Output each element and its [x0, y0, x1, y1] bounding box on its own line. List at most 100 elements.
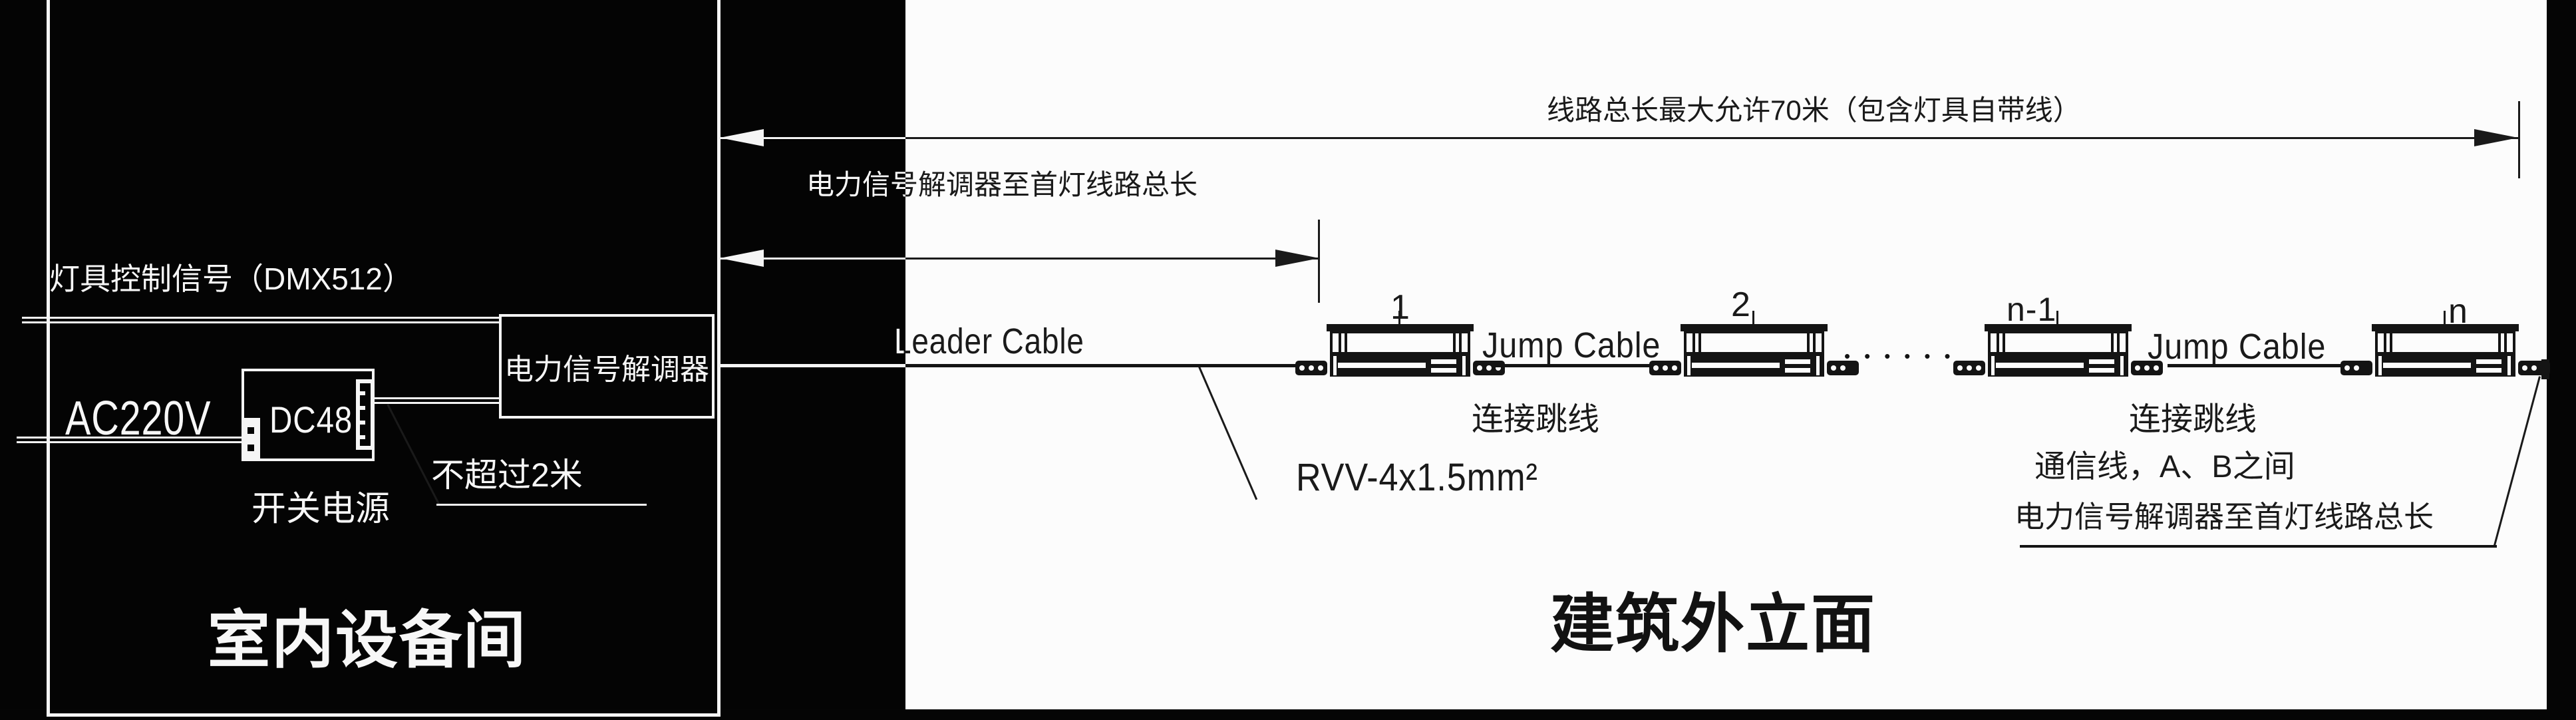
plug-pin-dot [1672, 365, 1677, 371]
ellipsis-dots: •••••• [1844, 346, 1965, 366]
dimension-arrow-left [720, 250, 764, 267]
dmx-signal-label: 灯具控制信号（DMX512） [49, 262, 413, 296]
lamp-fixture-n [2340, 311, 2550, 377]
lamp-slot [1431, 368, 1456, 373]
lamp-endcap-line [1345, 331, 1347, 355]
leader-cable-line [905, 364, 1305, 367]
lamp-slot [2476, 359, 2501, 364]
lamp-gap [1333, 356, 1337, 375]
plug-pin-dot [2522, 365, 2527, 371]
plug-pin-dot [1831, 365, 1836, 371]
note-underline [2020, 545, 2497, 548]
ac-mains-line [17, 441, 244, 443]
lamp-fixture-n-1 [1953, 311, 2163, 377]
lamp-number: 2 [1731, 285, 1751, 324]
psu-input-connector [243, 418, 260, 460]
lamp-center-mark [2444, 311, 2446, 324]
lamp-gap [2507, 356, 2511, 375]
lamp-endcap-line [2504, 331, 2507, 355]
note-jumper-line: 连接跳线 [2129, 402, 2257, 437]
lamp-center-mark [1398, 311, 1400, 324]
plug-pin-dot [2354, 365, 2359, 371]
plug-pin-dot [1299, 365, 1305, 371]
lamp-center-mark [1752, 311, 1754, 324]
cable-terminator [2541, 359, 2549, 379]
lamp-cap-bar [1681, 324, 1828, 331]
dmx-cable-line [22, 321, 500, 323]
ac-voltage-label: AC220V [65, 392, 212, 445]
dimension-arrow-right [2474, 129, 2518, 146]
lamp-endcap-line [1692, 331, 1695, 355]
lamp-endcap-line [2003, 331, 2005, 355]
psu-input-pin [247, 445, 254, 451]
dc48-output-line [375, 402, 500, 404]
leader-cable-label-white: Leader Cable [894, 321, 1084, 361]
plug-pin-dot [2144, 365, 2150, 371]
dimension-total-label: 线路总长最大允许70米（包含灯具自带线） [1547, 94, 2081, 126]
lamp-endcap-line [1453, 331, 1456, 355]
dc48-output-line [375, 397, 500, 399]
psu-input-pin [247, 427, 254, 434]
lamp-gap [1816, 356, 1820, 375]
ac-mains-line [17, 437, 244, 439]
lamp-endcap-line [1807, 331, 1810, 355]
plug-pin-dot [1967, 365, 1972, 371]
lamp-endcap-line [1997, 331, 1999, 355]
psu-note-label: 不超过2米 [431, 456, 583, 494]
lamp-slot [2089, 359, 2114, 364]
plug-pin-dot [1957, 365, 1963, 371]
lamp-upper-body [2375, 331, 2515, 355]
dimension-first-line [905, 258, 1319, 260]
plug-pin-dot [1309, 365, 1314, 371]
dimension-extension-line [2518, 101, 2520, 178]
demodulator-box: 电力信号解调器 [499, 314, 715, 419]
leader-cable-line [717, 364, 905, 367]
lamp-slot [1692, 363, 1780, 368]
lamp-slot [1431, 359, 1456, 364]
lamp-upper-body [1330, 331, 1470, 355]
jump-cable-label: Jump Cable [1482, 325, 1661, 365]
lamp-slot [2383, 363, 2471, 368]
plug-pin-dot [1663, 365, 1668, 371]
facade-title: 建筑外立面 [1550, 589, 1876, 660]
leader-cable-label-black: Leader Cable [894, 321, 1084, 361]
lamp-number: n-1 [2007, 291, 2057, 328]
lamp-upper-body [1684, 331, 1824, 355]
lamp-slot [1338, 363, 1426, 368]
lamp-gap [1687, 356, 1690, 375]
dimension-total-line [719, 137, 905, 139]
lamp-endcap-line [1459, 331, 1462, 355]
psu-pin-tick [360, 435, 365, 439]
lamp-endcap-line [1339, 331, 1341, 355]
lamp-slot [1785, 368, 1810, 373]
lamp-slot [2089, 368, 2114, 373]
indoor-room-title: 室内设备间 [208, 605, 528, 675]
jump-cable-line [2168, 364, 2354, 367]
psu-pin-tick [360, 406, 365, 410]
plug-pin-dot [2344, 365, 2350, 371]
room-border-left [47, 0, 50, 717]
psu-output-label: DC48 [269, 399, 353, 441]
room-border-bottom [47, 713, 721, 717]
lamp-endcap-line [1698, 331, 1701, 355]
demodulator-label: 电力信号解调器 [504, 353, 709, 386]
plug-pin-dot [1496, 365, 1501, 371]
lamp-cap-bar [1327, 324, 1474, 331]
dimension-total-line [905, 137, 2518, 139]
plug-pin-dot [1840, 365, 1846, 371]
psu-pin-tick [360, 421, 365, 425]
plug-pin-dot [1477, 365, 1482, 371]
lamp-slot [2476, 368, 2501, 373]
plug-pin-dot [1653, 365, 1659, 371]
lamp-gap [2120, 356, 2124, 375]
psu-note-underline [436, 504, 647, 506]
right-edge-bar [2547, 0, 2576, 720]
dimension-to-first-label-black: 电力信号解调器至首灯线路总长 [806, 169, 1198, 200]
plug-pin-dot [1318, 365, 1323, 371]
psu-pin-tick [360, 391, 365, 395]
lamp-endcap-line [2111, 331, 2114, 355]
note-comm-line: 通信线，A、B之间 [2034, 449, 2295, 484]
lamp-gap [1462, 356, 1466, 375]
rvv-spec-label: RVV-4x1.5mm² [1296, 456, 1538, 499]
